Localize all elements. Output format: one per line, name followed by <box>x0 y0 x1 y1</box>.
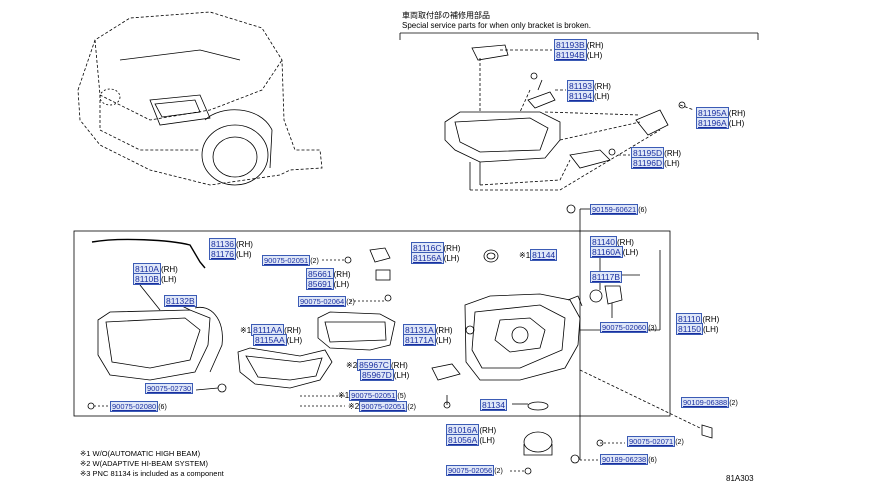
callout-85967D: 85967D(LH) <box>360 369 410 381</box>
part-link-81132B[interactable]: 81132B <box>164 295 197 307</box>
callout-85691: 85691(LH) <box>306 278 350 290</box>
part-link-81016A[interactable]: 81016A <box>446 424 480 436</box>
header-jp-title: 車両取付部の補修用部品 <box>402 11 490 20</box>
header-en-title: Special service parts for when only brac… <box>402 21 591 30</box>
part-link-90075-02056[interactable]: 90075-02056 <box>446 465 495 476</box>
part-link-81056A[interactable]: 81056A <box>446 434 480 446</box>
callout-81193B: 81193B(RH) <box>554 39 604 51</box>
part-link-81193B[interactable]: 81193B <box>554 39 587 51</box>
callout-8110A: 8110A(RH) <box>133 263 178 275</box>
callout-81196D: 81196D(LH) <box>631 157 680 169</box>
part-link-85967D[interactable]: 85967D <box>360 369 394 381</box>
part-link-81160A[interactable]: 81160A <box>590 246 623 258</box>
callout-81195A: 81195A(RH) <box>696 107 746 119</box>
callout-90075-02080: 90075-02080(6) <box>110 401 167 412</box>
callout-90075-02056: 90075-02056(2) <box>446 465 503 476</box>
callout-90109: 90109-06388(2) <box>681 397 738 408</box>
part-link-81171A[interactable]: 81171A <box>403 334 436 346</box>
part-link-81194[interactable]: 81194 <box>567 90 595 102</box>
callout-81131A: 81131A(RH) <box>403 324 453 336</box>
part-link-90075-02071[interactable]: 90075-02071 <box>627 436 676 447</box>
part-link-81131A[interactable]: 81131A <box>403 324 436 336</box>
part-link-90075-02051-c[interactable]: 90075-02051 <box>359 401 408 412</box>
part-link-81156A[interactable]: 81156A <box>411 252 444 264</box>
part-link-8115AA[interactable]: 8115AA <box>253 334 287 346</box>
callout-81016A: 81016A(RH) <box>446 424 497 436</box>
callout-81193: 81193(RH) <box>567 80 611 92</box>
part-link-81150[interactable]: 81150 <box>676 323 704 335</box>
callout-81194: 81194(LH) <box>567 90 610 102</box>
part-link-81194B[interactable]: 81194B <box>554 49 587 61</box>
callout-81194B: 81194B(LH) <box>554 49 603 61</box>
note-1: ※1 W/O(AUTOMATIC HIGH BEAM) <box>80 449 201 458</box>
illustration-code: 81A303 <box>726 474 754 483</box>
callout-81136: 81136(RH) <box>209 238 253 250</box>
part-link-81116C[interactable]: 81116C <box>411 242 444 254</box>
part-link-8110B[interactable]: 8110B <box>133 273 161 285</box>
part-link-81193[interactable]: 81193 <box>567 80 595 92</box>
note-2: ※2 W(ADAPTIVE HI-BEAM SYSTEM) <box>80 459 208 468</box>
callout-90075-02730: 90075-02730 <box>145 383 194 394</box>
part-link-90075-02064[interactable]: 90075-02064 <box>298 296 347 307</box>
callout-81134: 81134 <box>480 399 508 411</box>
note-3: ※3 PNC 81134 is included as a component <box>80 469 224 478</box>
part-link-81196A[interactable]: 81196A <box>696 117 729 129</box>
callout-90075-02051-a: 90075-02051(2) <box>262 255 319 266</box>
callout-90159: 90159-60621(6) <box>590 204 647 215</box>
part-link-8111AA[interactable]: 8111AA <box>251 324 285 336</box>
part-link-81136[interactable]: 81136 <box>209 238 237 250</box>
callout-81195D: 81195D(RH) <box>631 147 682 159</box>
callout-81132B: 81132B <box>164 295 197 307</box>
callout-81116C: 81116C(RH) <box>411 242 461 254</box>
callout-90075-02064: 90075-02064(2) <box>298 296 355 307</box>
callout-81140: 81140(RH) <box>590 236 634 248</box>
callout-90075-02060: 90075-02060(3) <box>600 322 657 333</box>
callout-90189: 90189-06238(6) <box>600 454 657 465</box>
part-link-81144[interactable]: 81144 <box>530 249 558 261</box>
part-link-81195D[interactable]: 81195D <box>631 147 665 159</box>
callout-81171A: 81171A(LH) <box>403 334 452 346</box>
callout-85661: 85661(RH) <box>306 268 351 280</box>
part-link-90109-06388[interactable]: 90109-06388 <box>681 397 730 408</box>
callout-81150: 81150(LH) <box>676 323 719 335</box>
part-link-8110A[interactable]: 8110A <box>133 263 161 275</box>
callout-81056A: 81056A(LH) <box>446 434 495 446</box>
part-link-81140[interactable]: 81140 <box>590 236 618 248</box>
callout-81176: 81176(LH) <box>209 248 252 260</box>
part-link-90159-60621[interactable]: 90159-60621 <box>590 204 639 215</box>
part-link-81176[interactable]: 81176 <box>209 248 237 260</box>
part-link-90075-02051-b[interactable]: 90075-02051 <box>349 390 398 401</box>
callout-81110: 81110(RH) <box>676 313 720 325</box>
part-link-81110[interactable]: 81110 <box>676 313 703 325</box>
part-link-85691[interactable]: 85691 <box>306 278 334 290</box>
part-link-81196D[interactable]: 81196D <box>631 157 665 169</box>
callout-8115AA: 8115AA(LH) <box>253 334 303 346</box>
callout-90075-02071: 90075-02071(2) <box>627 436 684 447</box>
callout-8110B: 8110B(LH) <box>133 273 177 285</box>
part-link-90075-02060[interactable]: 90075-02060 <box>600 322 649 333</box>
part-link-90075-02080[interactable]: 90075-02080 <box>110 401 159 412</box>
part-link-81117B[interactable]: 81117B <box>590 271 623 283</box>
part-link-85661[interactable]: 85661 <box>306 268 334 280</box>
callout-81160A: 81160A(LH) <box>590 246 639 258</box>
part-link-90075-02730[interactable]: 90075-02730 <box>145 383 194 394</box>
callout-81156A: 81156A(LH) <box>411 252 460 264</box>
callout-81196A: 81196A(LH) <box>696 117 745 129</box>
part-link-90075-02051-a[interactable]: 90075-02051 <box>262 255 311 266</box>
part-link-81134[interactable]: 81134 <box>480 399 508 411</box>
part-link-85967C[interactable]: 85967C <box>357 359 391 371</box>
part-link-81195A[interactable]: 81195A <box>696 107 729 119</box>
part-link-90189-06238[interactable]: 90189-06238 <box>600 454 649 465</box>
callout-81117B: 81117B <box>590 271 623 283</box>
